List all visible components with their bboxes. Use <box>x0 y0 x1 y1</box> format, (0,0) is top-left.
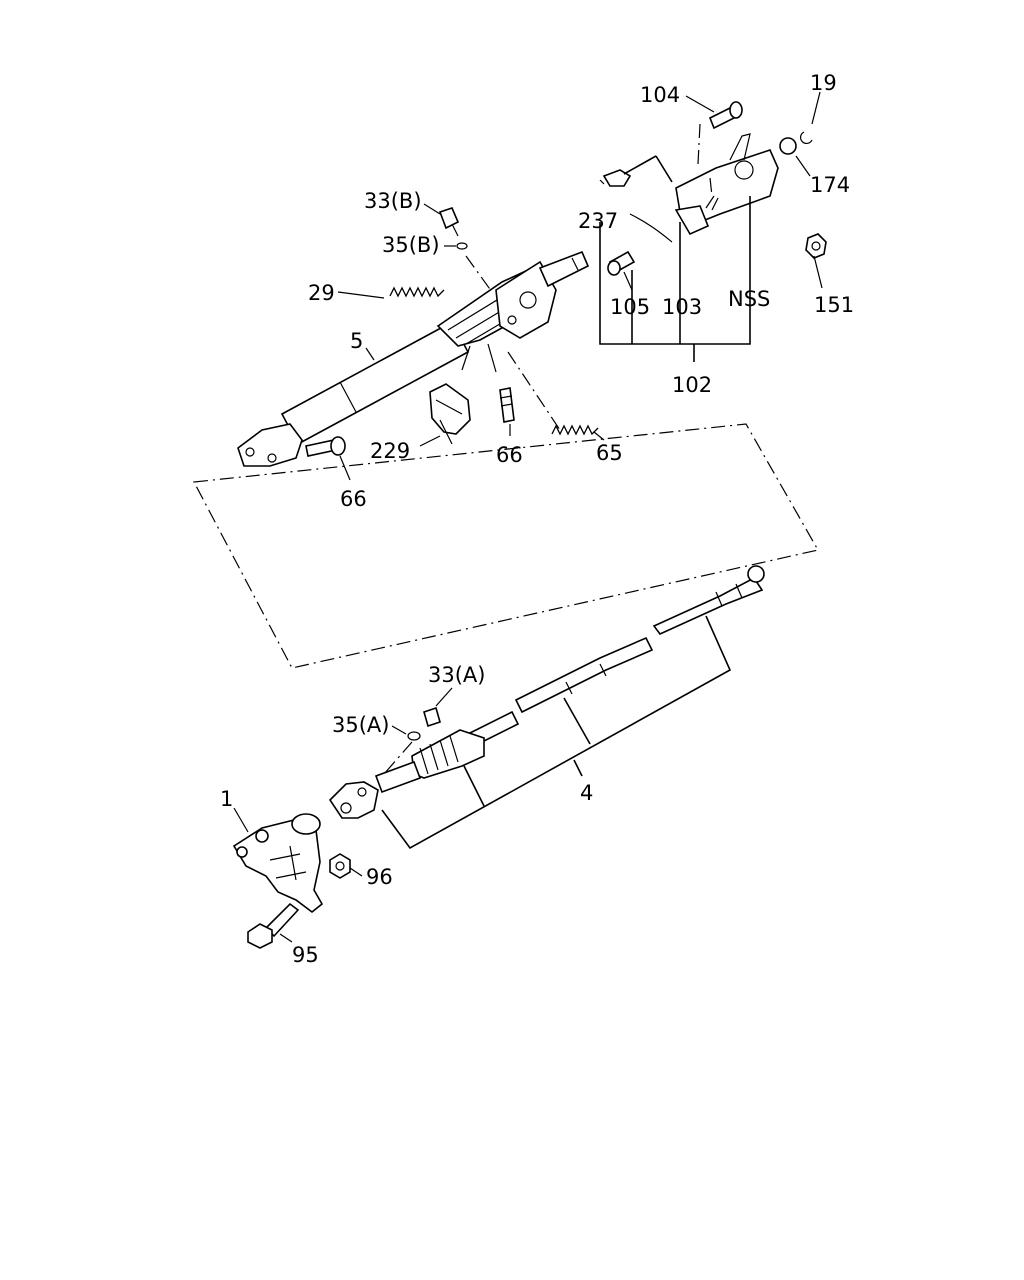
label-151: 151 <box>814 293 854 317</box>
label-66-upper: 66 <box>496 443 523 467</box>
label-229: 229 <box>370 439 410 463</box>
washer-35a <box>407 731 421 741</box>
nut-96 <box>329 853 351 879</box>
nut-151 <box>805 233 827 259</box>
lock-assembly-102 <box>674 133 779 236</box>
bolt-66-upper <box>499 387 515 423</box>
label-95: 95 <box>292 943 319 967</box>
bolt-66-flange <box>305 436 346 457</box>
label-174: 174 <box>810 173 850 197</box>
washer-35b <box>456 242 468 250</box>
bolt-33a <box>423 706 441 728</box>
part-labels: 104 19 174 237 33(B) 35(B) 29 5 105 103 … <box>220 71 854 967</box>
steering-column-upper <box>237 250 590 467</box>
label-29: 29 <box>308 281 335 305</box>
label-35b: 35(B) <box>382 233 440 257</box>
label-5: 5 <box>350 329 363 353</box>
label-4: 4 <box>580 781 593 805</box>
label-19: 19 <box>810 71 837 95</box>
label-33b: 33(B) <box>364 189 422 213</box>
leader-lines <box>233 91 823 943</box>
intermediate-shaft-4 <box>328 565 765 819</box>
bolt-95 <box>247 902 300 949</box>
label-65: 65 <box>596 441 623 465</box>
screw-105 <box>607 250 636 276</box>
steering-gear-box-1 <box>232 813 324 914</box>
bolt-33b <box>438 207 460 237</box>
spring-65 <box>551 424 599 436</box>
label-104: 104 <box>640 83 680 107</box>
clip-19 <box>800 131 813 144</box>
label-103: 103 <box>662 295 702 319</box>
label-102: 102 <box>672 373 712 397</box>
screw-237 <box>602 169 673 243</box>
clamp-229 <box>429 383 471 445</box>
label-35a: 35(A) <box>332 713 389 737</box>
label-33a: 33(A) <box>428 663 485 687</box>
label-105: 105 <box>610 295 650 319</box>
label-nss: NSS <box>728 287 770 311</box>
label-66-flange: 66 <box>340 487 367 511</box>
spring-29 <box>389 286 445 298</box>
ring-174 <box>779 137 797 155</box>
label-1: 1 <box>220 787 233 811</box>
label-96: 96 <box>366 865 393 889</box>
label-237: 237 <box>578 209 618 233</box>
bolt-104 <box>708 101 743 130</box>
